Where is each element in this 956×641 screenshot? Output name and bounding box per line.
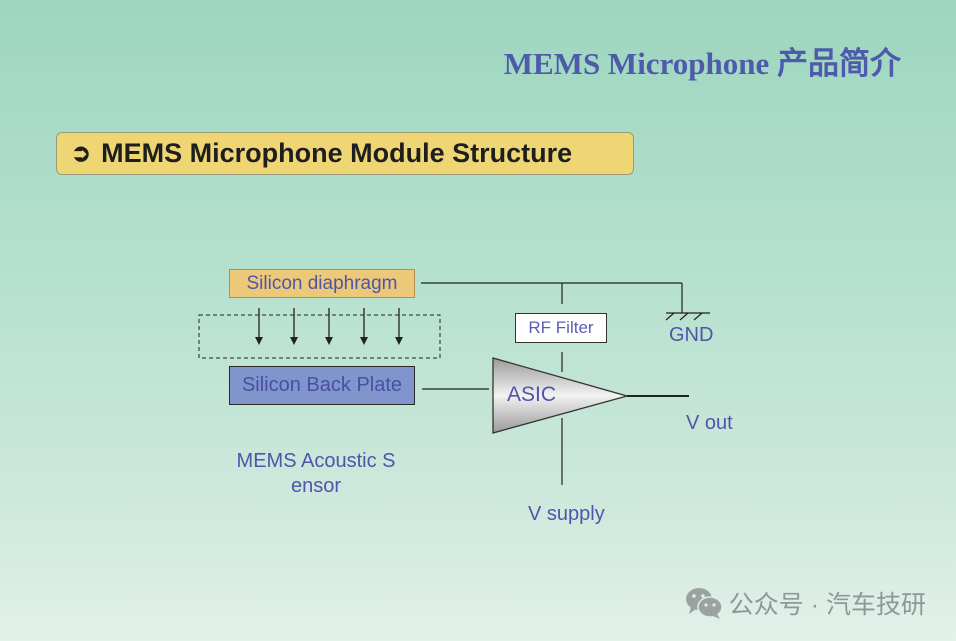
asic-label: ASIC <box>507 383 557 406</box>
wechat-icon <box>685 588 723 619</box>
vout-label: V out <box>686 412 733 434</box>
arrow-head-icon <box>290 337 298 345</box>
section-header: ➲ MEMS Microphone Module Structure <box>56 132 634 175</box>
arrow-head-icon <box>395 337 403 345</box>
bullet-arrow-icon: ➲ <box>71 139 92 167</box>
footer-text: 公众号 · 汽车技研 <box>728 591 926 619</box>
section-title: MEMS Microphone Module Structure <box>101 138 573 168</box>
footer-watermark: 公众号 · 汽车技研 <box>685 585 926 621</box>
gnd-label: GND <box>669 324 714 346</box>
silicon-backplate-box: Silicon Back Plate <box>229 366 415 405</box>
ground-icon <box>665 312 710 321</box>
silicon-diaphragm-box: Silicon diaphragm <box>229 269 415 298</box>
arrow-head-icon <box>325 337 333 345</box>
sensor-caption: MEMS Acoustic S ensor <box>222 449 410 499</box>
air-gap-region <box>198 314 441 359</box>
rf-filter-box: RF Filter <box>515 313 607 343</box>
page-title: MEMS Microphone 产品简介 <box>503 46 901 81</box>
vsupply-label: V supply <box>528 503 605 525</box>
pressure-arrows <box>255 308 403 345</box>
arrow-head-icon <box>360 337 368 345</box>
arrow-head-icon <box>255 337 263 345</box>
sensor-caption-line1: MEMS Acoustic S <box>236 450 396 472</box>
sensor-caption-line2: ensor <box>290 475 342 497</box>
asic-amplifier-icon <box>492 357 630 434</box>
